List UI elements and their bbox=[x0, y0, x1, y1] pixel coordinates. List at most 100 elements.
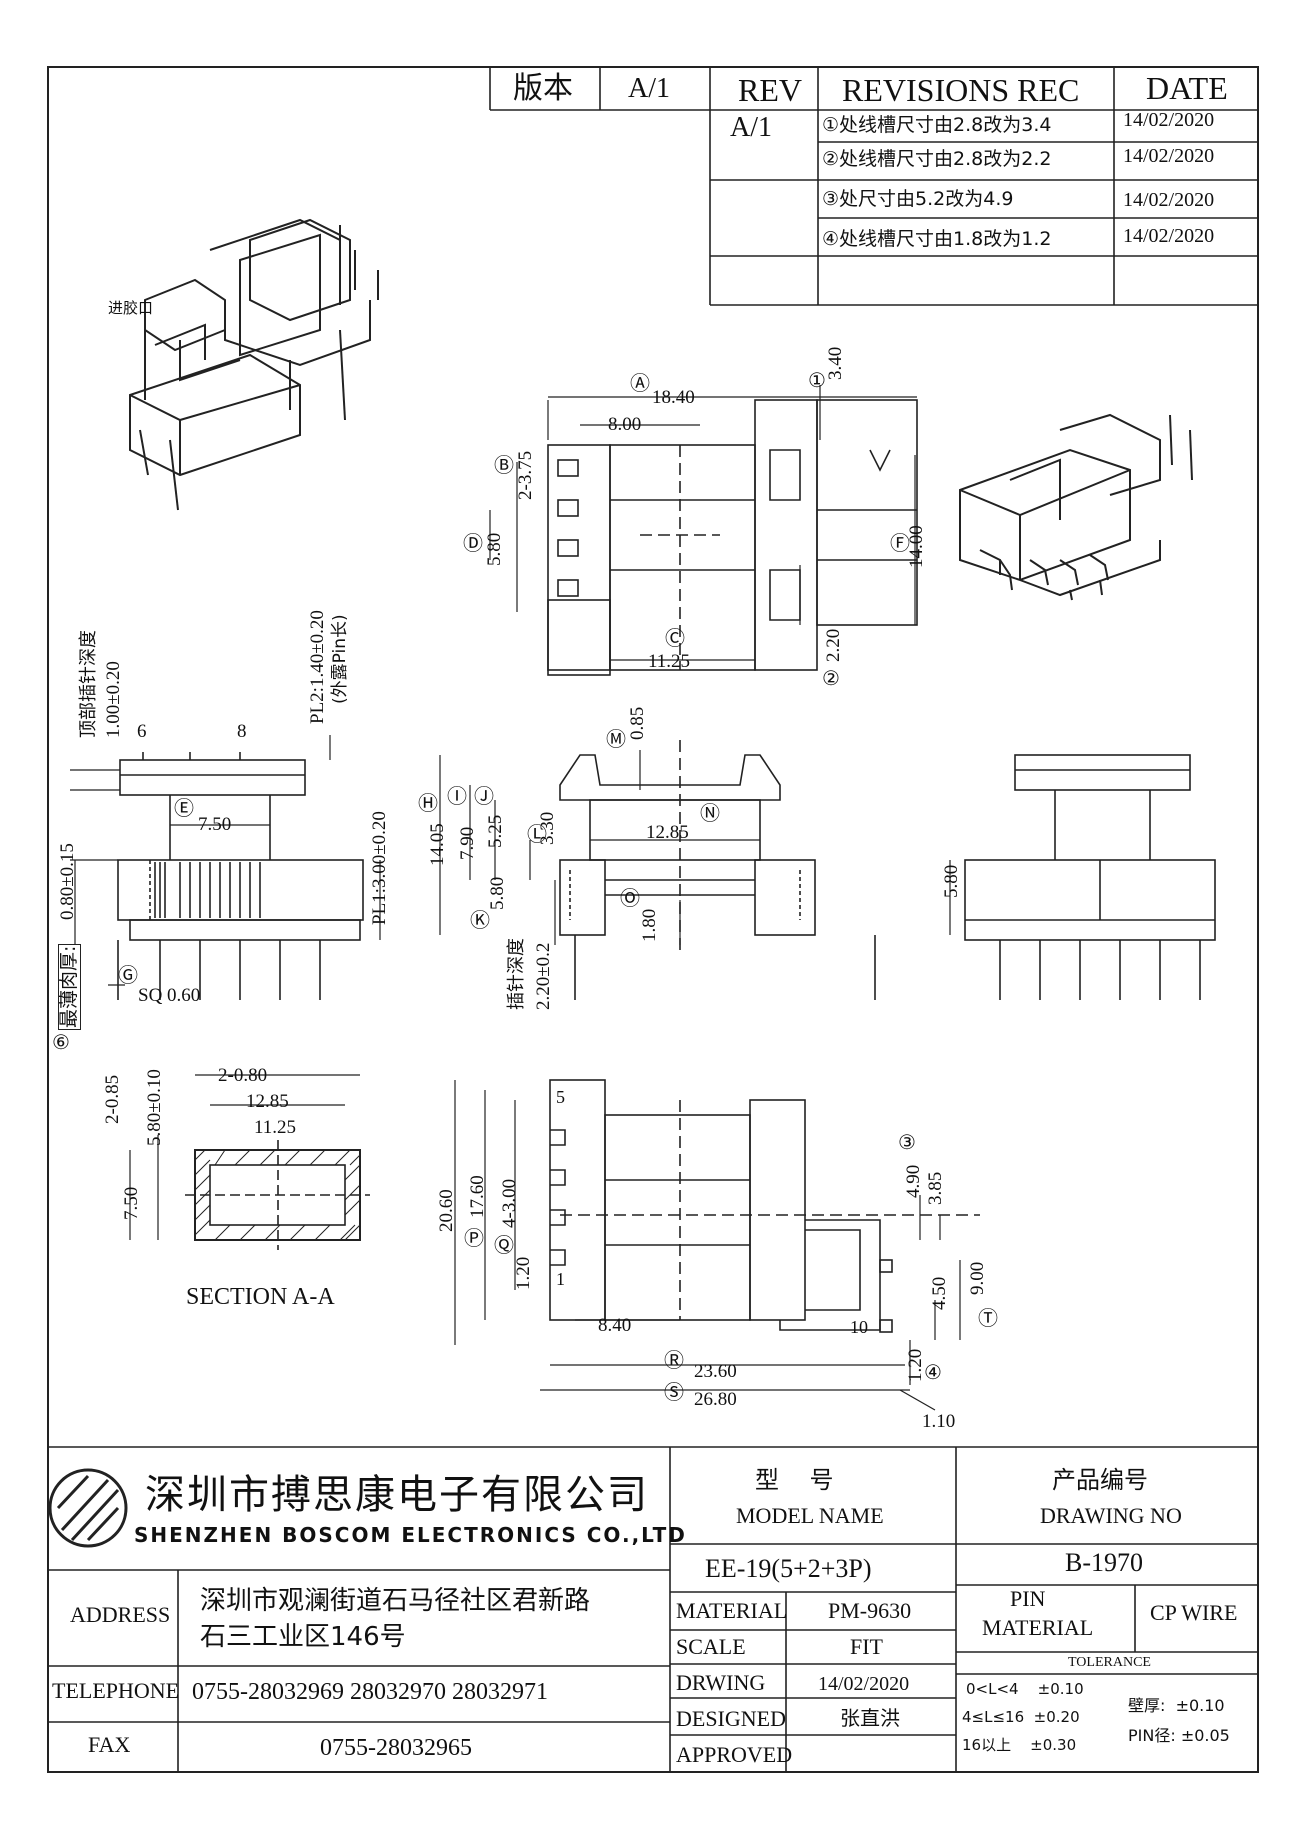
revision-row-rev: A/1 bbox=[730, 112, 772, 143]
dim-label: 1.10 bbox=[922, 1411, 956, 1432]
company-name-cn: 深圳市搏思康电子有限公司 bbox=[145, 1472, 649, 1518]
pin-material-label: MATERIAL bbox=[982, 1615, 1094, 1640]
dim-marker: ① bbox=[808, 368, 826, 392]
dim-label: 5.80 bbox=[941, 864, 962, 898]
revision-rev-header: REV bbox=[738, 72, 802, 108]
dim-label: 11.25 bbox=[254, 1117, 297, 1138]
drawing-label: DRWING bbox=[676, 1670, 766, 1695]
dim-marker: Ⓕ bbox=[890, 531, 910, 555]
dim-label: 1.20 bbox=[513, 1256, 534, 1290]
dim-label: 7.90 bbox=[457, 826, 478, 860]
dim-marker: Ⓛ bbox=[527, 822, 547, 846]
isometric-view-right bbox=[959, 413, 1193, 601]
drawing-no-label-en: DRAWING NO bbox=[1040, 1503, 1182, 1528]
dim-label: 5.80 bbox=[487, 876, 508, 910]
dim-marker: Ⓝ bbox=[700, 801, 720, 825]
material-label: MATERIAL bbox=[676, 1598, 788, 1623]
revision-row-text: ②处线槽尺寸由2.8改为2.2 bbox=[822, 148, 1052, 170]
pin-diameter-tolerance: PIN径: ±0.05 bbox=[1128, 1726, 1230, 1745]
tolerance-label: TOLERANCE bbox=[1068, 1655, 1151, 1670]
front-view bbox=[117, 752, 364, 1000]
dim-label: 2.20±0.2 bbox=[533, 942, 554, 1010]
section-a-a bbox=[185, 1140, 370, 1250]
side-view bbox=[559, 740, 876, 1000]
isometric-view-left bbox=[129, 218, 379, 511]
dim-marker: Ⓗ bbox=[418, 791, 438, 815]
drawing-no-label-cn: 产品编号 bbox=[1052, 1466, 1148, 1494]
revision-version-label: 版本 bbox=[513, 71, 573, 106]
dim-label: 2-0.85 bbox=[102, 1074, 123, 1124]
revision-version-value: A/1 bbox=[628, 73, 670, 104]
dim-marker: Ⓘ bbox=[447, 784, 467, 808]
dim-label: 1.00±0.20 bbox=[103, 661, 124, 738]
thin-wall-label: 最薄肉厚: bbox=[58, 943, 81, 1030]
pin-material-value: CP WIRE bbox=[1150, 1600, 1238, 1625]
address-label: ADDRESS bbox=[70, 1602, 171, 1627]
company-name-en: SHENZHEN BOSCOM ELECTRONICS CO.,LTD bbox=[134, 1523, 687, 1547]
scale-value: FIT bbox=[850, 1634, 883, 1659]
dim-label: 5.80±0.10 bbox=[144, 1069, 165, 1146]
pin-number: 1 bbox=[556, 1269, 565, 1289]
dim-label: 4.90 bbox=[903, 1164, 924, 1198]
fax-label: FAX bbox=[88, 1732, 131, 1757]
scale-label: SCALE bbox=[676, 1634, 746, 1659]
dim-marker: ⑥ bbox=[52, 1030, 70, 1054]
dim-label: 4.50 bbox=[929, 1276, 950, 1310]
dim-marker: Ⓔ bbox=[174, 796, 194, 820]
dim-marker: Ⓚ bbox=[470, 908, 490, 932]
dim-label: 5.80 bbox=[484, 532, 505, 566]
pin-number: 8 bbox=[237, 721, 247, 742]
address-line-1: 深圳市观澜街道石马径社区君新路 bbox=[200, 1586, 591, 1616]
pin-number: 5 bbox=[556, 1087, 565, 1107]
dim-label: 14.05 bbox=[427, 823, 448, 866]
bottom-view-dims bbox=[454, 1080, 961, 1411]
dim-label: (外露Pin长) bbox=[330, 614, 350, 704]
dim-marker: Ⓞ bbox=[620, 886, 640, 910]
dim-label: 26.80 bbox=[694, 1389, 737, 1410]
dim-marker: Ⓒ bbox=[665, 626, 685, 650]
dim-marker: Ⓓ bbox=[463, 531, 483, 555]
material-value: PM-9630 bbox=[828, 1598, 912, 1623]
pin-number: 10 bbox=[850, 1317, 868, 1337]
model-value: EE-19(5+2+3P) bbox=[705, 1554, 872, 1583]
tolerance-row: 16以上 ±0.30 bbox=[962, 1736, 1077, 1754]
dim-label: SQ 0.60 bbox=[138, 985, 201, 1006]
tolerance-row: 0<L<4 ±0.10 bbox=[966, 1680, 1084, 1698]
revision-records-header: REVISIONS REC bbox=[842, 72, 1080, 108]
address-line-2: 石三工业区146号 bbox=[200, 1622, 406, 1652]
dim-label: 7.50 bbox=[198, 814, 232, 835]
approved-label: APPROVED bbox=[676, 1742, 793, 1767]
drawing-date: 14/02/2020 bbox=[818, 1673, 910, 1695]
revision-date-header: DATE bbox=[1146, 70, 1228, 106]
telephone-value: 0755-28032969 28032970 28032971 bbox=[192, 1679, 548, 1705]
dim-marker: Ⓑ bbox=[494, 453, 514, 477]
tolerance-row: 4≤L≤16 ±0.20 bbox=[962, 1708, 1080, 1726]
pin-number: 6 bbox=[137, 721, 147, 742]
dim-marker: Ⓠ bbox=[494, 1233, 514, 1257]
dim-label: 17.60 bbox=[467, 1175, 488, 1218]
dim-marker: ② bbox=[822, 666, 840, 690]
dim-marker: ③ bbox=[898, 1130, 916, 1154]
right-view bbox=[964, 754, 1216, 1000]
dim-label: 7.50 bbox=[121, 1186, 142, 1220]
dim-label: 2-3.75 bbox=[515, 450, 536, 500]
dim-label: 18.40 bbox=[652, 387, 695, 408]
dim-marker: Ⓜ bbox=[606, 727, 626, 751]
model-label-cn: 型 号 bbox=[755, 1466, 834, 1494]
title-block-grid bbox=[48, 1446, 1258, 1772]
dim-marker: Ⓢ bbox=[664, 1380, 684, 1404]
dim-label: 5.25 bbox=[485, 814, 506, 848]
front-view-dims bbox=[70, 735, 381, 986]
dim-label: 1.20 bbox=[905, 1348, 926, 1382]
dim-label: 11.25 bbox=[648, 651, 691, 672]
dim-label: PL1:3.00±0.20 bbox=[369, 811, 390, 925]
dim-label: 20.60 bbox=[436, 1189, 457, 1232]
bottom-view bbox=[549, 1079, 980, 1333]
revision-row-text: ①处线槽尺寸由2.8改为3.4 bbox=[822, 114, 1052, 136]
pin-material-label: PIN bbox=[1010, 1586, 1046, 1611]
dim-marker: Ⓣ bbox=[978, 1306, 998, 1330]
dim-label: 0.85 bbox=[627, 706, 648, 740]
dim-label: 8.00 bbox=[608, 414, 642, 435]
fax-value: 0755-28032965 bbox=[320, 1735, 472, 1761]
